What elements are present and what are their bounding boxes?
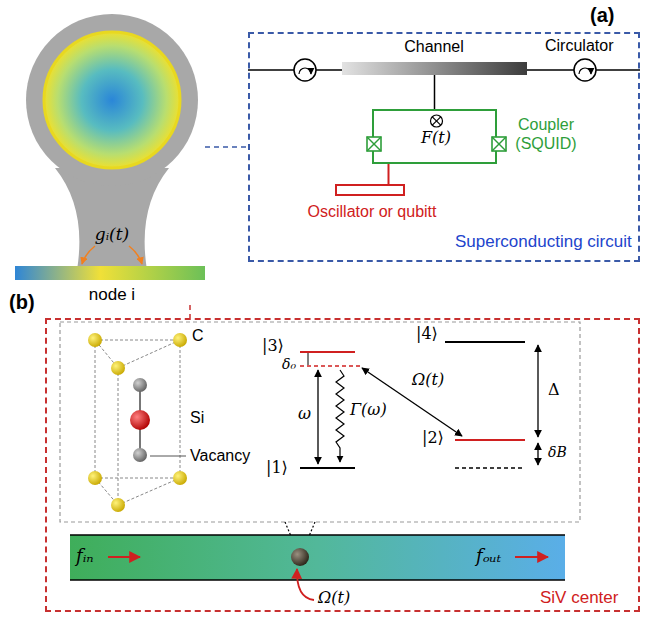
node-text: Superconducting circuit bbox=[455, 232, 632, 252]
label: Si bbox=[190, 408, 204, 427]
label: |4⟩ bbox=[416, 324, 438, 343]
label: |3⟩ bbox=[262, 336, 284, 355]
node-text: node i bbox=[89, 285, 135, 305]
label: δB bbox=[548, 444, 567, 461]
label: Vacancy bbox=[190, 446, 250, 465]
node-text: Oscillator or qubitt bbox=[308, 202, 437, 221]
label: Ω(t) bbox=[318, 588, 350, 607]
connector bbox=[434, 75, 436, 109]
label: fᵢₙ bbox=[76, 545, 94, 567]
oscillator-box: Oscillator or qubitt bbox=[335, 184, 405, 196]
channel-bar: Channel bbox=[342, 62, 527, 75]
node-text: (b) bbox=[9, 290, 35, 314]
label: C bbox=[192, 326, 204, 345]
node-text: Coupler (SQUID) bbox=[510, 115, 582, 153]
label: Γ(ω) bbox=[350, 400, 387, 419]
label: fₒᵤₜ bbox=[476, 545, 501, 567]
squid-coupler: Coupler (SQUID)F(t) bbox=[372, 109, 497, 164]
node-illustration: gᵢ(t) node i bbox=[15, 8, 205, 305]
node-text: F(t) bbox=[421, 128, 451, 147]
label: Circulator bbox=[545, 36, 613, 55]
node-text: SiV center bbox=[540, 588, 618, 608]
label: Δ bbox=[548, 380, 560, 399]
label: |2⟩ bbox=[422, 428, 444, 447]
node-text: (a) bbox=[590, 3, 614, 27]
connector bbox=[388, 164, 390, 184]
dashed-panel: (b)SiV center bbox=[45, 318, 640, 612]
label: δ₀ bbox=[282, 356, 296, 373]
label: Ω(t) bbox=[412, 370, 444, 389]
connector bbox=[205, 146, 248, 148]
label: |1⟩ bbox=[266, 458, 288, 477]
node-text: gᵢ(t) bbox=[95, 224, 129, 244]
dashed-panel: (a)Superconducting circuitChannelCoupler… bbox=[248, 32, 640, 262]
node-text: Channel bbox=[404, 37, 464, 56]
node-illustration bbox=[15, 8, 205, 305]
label: ω bbox=[298, 404, 311, 423]
connector bbox=[189, 305, 191, 318]
